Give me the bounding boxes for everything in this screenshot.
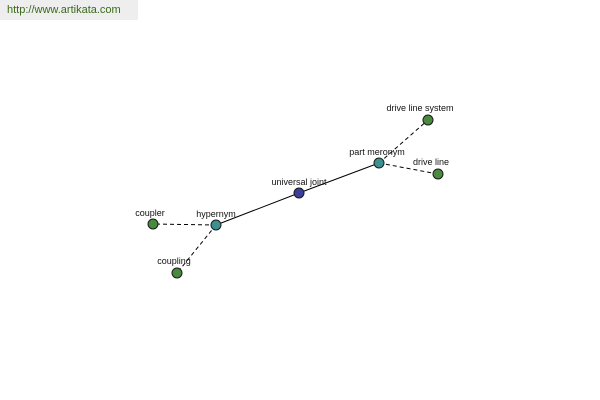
node-coupling[interactable] xyxy=(171,267,183,279)
site-url-text[interactable]: http://www.artikata.com xyxy=(7,4,121,16)
edge-universal-joint-to-part-meronym xyxy=(298,162,380,194)
site-url-banner[interactable]: http://www.artikata.com xyxy=(0,0,138,20)
edge-hypernym-to-coupler xyxy=(152,223,217,226)
nodes-layer xyxy=(147,114,444,279)
node-coupler[interactable] xyxy=(147,218,159,230)
node-part-meronym[interactable] xyxy=(373,157,385,169)
label-hypernym: hypernym xyxy=(196,209,236,219)
node-drive-line[interactable] xyxy=(432,168,444,180)
label-coupling: coupling xyxy=(157,256,191,266)
edge-hypernym-to-coupling xyxy=(176,224,217,274)
edge-universal-joint-to-hypernym xyxy=(215,192,300,226)
labels-layer: universal joint part meronym hypernym drive… xyxy=(135,103,453,266)
label-coupler: coupler xyxy=(135,208,165,218)
edge-part-meronym-to-drive-line xyxy=(378,162,439,175)
label-drive-line: drive line xyxy=(413,157,449,167)
node-drive-line-system[interactable] xyxy=(422,114,434,126)
node-universal-joint[interactable] xyxy=(293,187,305,199)
label-universal-joint: universal joint xyxy=(271,177,327,187)
label-drive-line-system: drive line system xyxy=(386,103,453,113)
label-part-meronym: part meronym xyxy=(349,147,405,157)
edges-layer xyxy=(152,119,439,274)
node-hypernym[interactable] xyxy=(210,219,222,231)
edge-part-meronym-to-drive-line-system xyxy=(378,119,429,164)
